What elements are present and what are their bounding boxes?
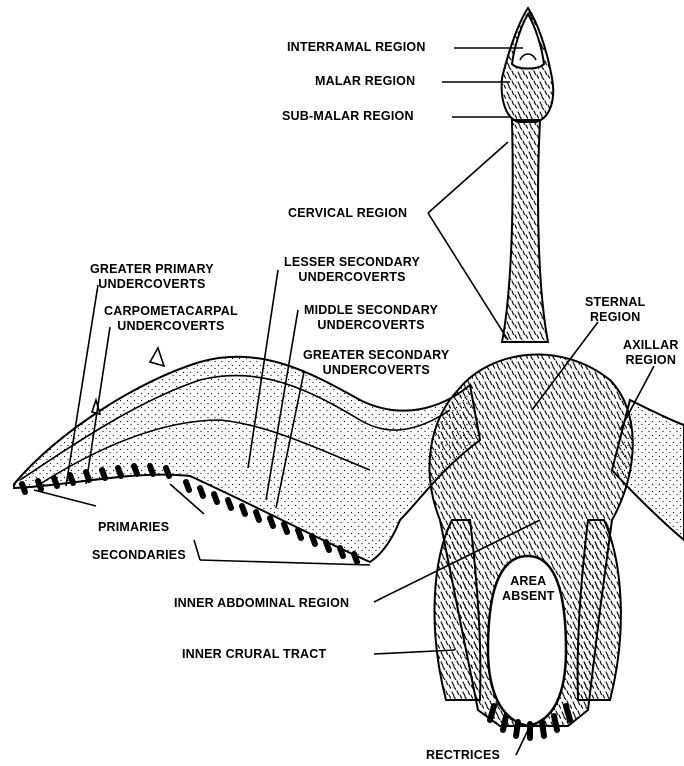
label-interramal-region: INTERRAMAL REGION [287,40,426,55]
left-leg [435,520,481,700]
label-primaries: PRIMARIES [98,520,169,535]
label-secondaries: SECONDARIES [92,548,186,563]
label-rectrices: RECTRICES [426,748,500,763]
label-cervical-region: CERVICAL REGION [288,206,407,221]
left-wing [14,348,480,562]
head [502,8,554,122]
label-malar-region: MALAR REGION [315,74,415,89]
label-inner-abdominal-region: INNER ABDOMINAL REGION [174,596,349,611]
right-leg [578,520,621,700]
label-inner-crural-tract: INNER CRURAL TRACT [182,647,326,662]
neck [502,120,548,342]
label-sub-malar-region: SUB-MALAR REGION [282,109,414,124]
